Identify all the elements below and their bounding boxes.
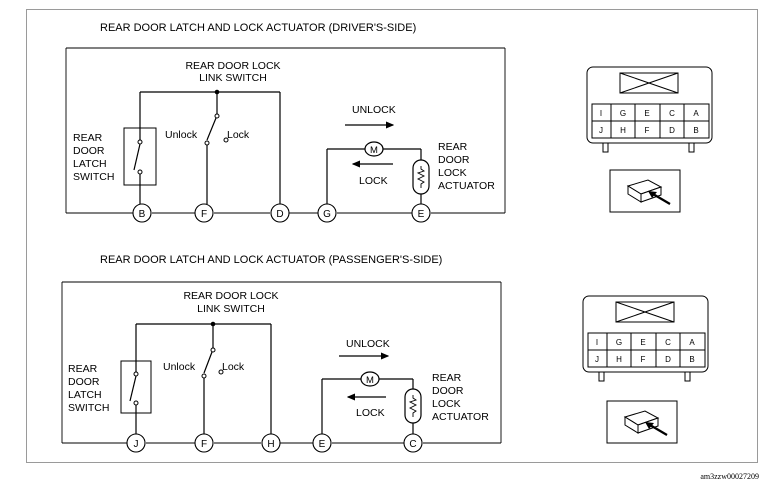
- terminal-pin-label: C: [409, 439, 416, 450]
- terminal-pin-label: G: [323, 209, 331, 220]
- latch-switch-label-2: DOOR: [68, 376, 100, 388]
- connector-cavity-labels-top: I G E C A J H F D B: [599, 109, 699, 135]
- latch-switch-label-1: REAR: [73, 132, 103, 144]
- motor-label: M: [366, 375, 374, 386]
- passenger-side-diagram: REAR DOOR LATCH AND LOCK ACTUATOR (PASSE…: [61, 254, 502, 453]
- connector-cavity-labels-bottom: I G E C A J H F D B: [595, 338, 695, 364]
- terminal-pin: F: [194, 203, 214, 223]
- link-switch-label-line1: REAR DOOR LOCK: [183, 290, 278, 302]
- cavity-label: A: [693, 109, 699, 118]
- lock-actuator: [412, 159, 430, 195]
- actuator-label-4: ACTUATOR: [438, 180, 495, 192]
- cavity-label: D: [669, 126, 675, 135]
- actuator-label-2: DOOR: [438, 154, 470, 166]
- actuator-label-4: ACTUATOR: [432, 411, 489, 423]
- latch-switch-label-3: LATCH: [68, 389, 102, 401]
- cavity-label: H: [620, 126, 626, 135]
- latch-switch-label-4: SWITCH: [73, 171, 114, 183]
- latch-switch-label-2: DOOR: [73, 145, 105, 157]
- document-code: am3zzw00027209: [700, 472, 759, 481]
- actuator-label-2: DOOR: [432, 385, 464, 397]
- cavity-label: F: [641, 355, 646, 364]
- diagram-title: REAR DOOR LATCH AND LOCK ACTUATOR (PASSE…: [100, 254, 442, 266]
- terminal-pin: G: [317, 203, 337, 223]
- connector-face-bottom: [582, 295, 709, 382]
- terminal-pin-label: E: [319, 439, 326, 450]
- motor-label: M: [370, 145, 378, 156]
- latch-switch-label-4: SWITCH: [68, 402, 109, 414]
- actuator-unlock-label: UNLOCK: [352, 104, 396, 116]
- link-switch-label-line2: LINK SWITCH: [197, 303, 265, 315]
- terminal-pin-label: E: [418, 209, 425, 220]
- actuator-label-3: LOCK: [438, 167, 467, 179]
- terminal-pin-label: F: [201, 209, 207, 220]
- cavity-label: B: [693, 126, 698, 135]
- terminal-pin-label: F: [201, 439, 207, 450]
- cavity-label: H: [616, 355, 622, 364]
- cavity-label: I: [596, 338, 598, 347]
- unlock-position-label: Unlock: [163, 361, 196, 373]
- diagram-title: REAR DOOR LATCH AND LOCK ACTUATOR (DRIVE…: [100, 22, 416, 34]
- connector-face-top: [586, 66, 713, 153]
- cavity-label: C: [669, 109, 675, 118]
- cavity-label: E: [640, 338, 645, 347]
- driver-side-diagram: REAR DOOR LATCH AND LOCK ACTUATOR (DRIVE…: [65, 22, 506, 223]
- actuator-unlock-label: UNLOCK: [346, 338, 390, 350]
- terminal-pin: E: [411, 203, 431, 223]
- terminal-pin: J: [126, 433, 146, 453]
- cavity-label: A: [689, 338, 695, 347]
- cavity-label: I: [600, 109, 602, 118]
- cavity-label: E: [644, 109, 649, 118]
- cavity-label: J: [595, 355, 599, 364]
- actuator-lock-label: LOCK: [356, 407, 385, 419]
- terminal-pin-label: B: [139, 209, 146, 220]
- actuator-label-1: REAR: [438, 141, 468, 153]
- motor: M: [360, 371, 380, 387]
- terminal-pin: D: [270, 203, 290, 223]
- cavity-label: G: [620, 109, 626, 118]
- connector-view-icon: [609, 169, 681, 213]
- cavity-label: B: [689, 355, 694, 364]
- actuator-lock-label: LOCK: [359, 175, 388, 187]
- terminal-pin: C: [403, 433, 423, 453]
- terminal-pin: F: [194, 433, 214, 453]
- terminal-pin: B: [132, 203, 152, 223]
- rear-door-lock-link-switch: [204, 92, 229, 204]
- latch-switch-label-1: REAR: [68, 363, 98, 375]
- diagram-frame: [26, 9, 758, 463]
- terminal-pin-label: H: [267, 439, 274, 450]
- cavity-label: G: [616, 338, 622, 347]
- lock-position-label: Lock: [222, 361, 245, 373]
- lock-actuator: [404, 388, 422, 424]
- terminal-pin: E: [312, 433, 332, 453]
- actuator-label-3: LOCK: [432, 398, 461, 410]
- terminal-pin-label: J: [134, 439, 139, 450]
- rear-door-latch-switch: [123, 127, 157, 204]
- latch-switch-label-3: LATCH: [73, 158, 107, 170]
- unlock-position-label: Unlock: [165, 129, 198, 141]
- terminal-pin: H: [261, 433, 281, 453]
- terminal-pin-label: D: [276, 209, 283, 220]
- lock-position-label: Lock: [227, 129, 250, 141]
- rear-door-lock-link-switch: [201, 324, 224, 434]
- link-switch-label-line2: LINK SWITCH: [199, 72, 267, 84]
- cavity-label: D: [665, 355, 671, 364]
- rear-door-latch-switch: [120, 360, 152, 434]
- actuator-label-1: REAR: [432, 372, 462, 384]
- motor: M: [364, 141, 384, 157]
- link-switch-label-line1: REAR DOOR LOCK: [185, 60, 280, 72]
- cavity-label: F: [645, 126, 650, 135]
- connector-view-icon: [606, 400, 678, 444]
- cavity-label: J: [599, 126, 603, 135]
- cavity-label: C: [665, 338, 671, 347]
